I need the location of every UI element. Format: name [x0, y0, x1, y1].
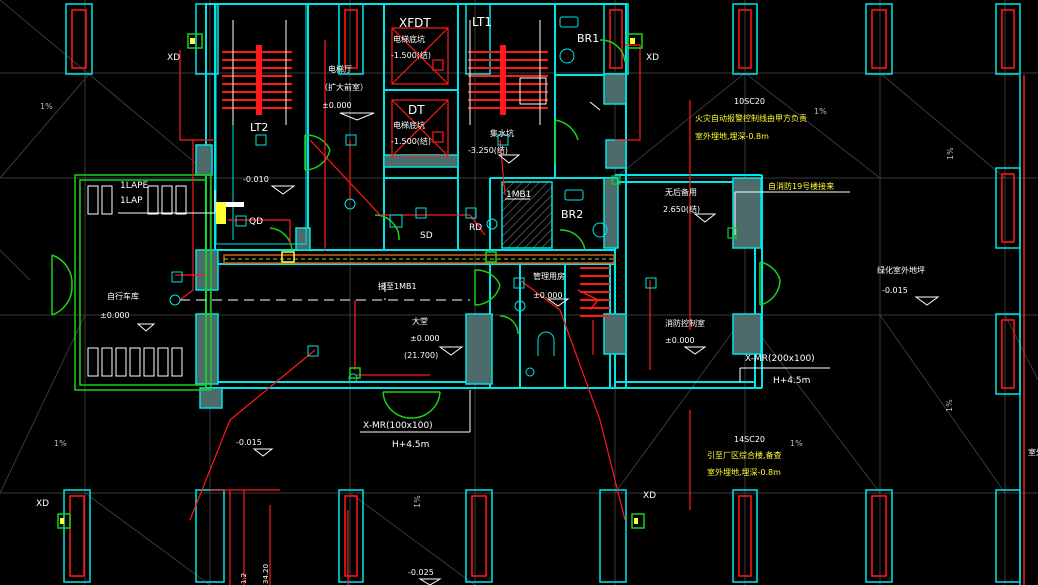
label-to-1mb1: 接至1MB1: [378, 281, 417, 291]
label-elev-m010: -0.010: [243, 175, 269, 184]
label-dt-pit: 电梯底坑: [393, 120, 425, 130]
label-edge-right: 室外: [1028, 447, 1038, 457]
room-1mb1-hatch: [501, 181, 553, 249]
label-lt2: LT2: [250, 121, 268, 134]
label-qd: QD: [249, 217, 263, 227]
label-xd-bc: XD: [643, 491, 656, 501]
bike-stalls: [87, 185, 187, 377]
label-1lap: 1LAP: [120, 196, 143, 206]
label-control: 消防控制室: [665, 318, 705, 328]
label-slope-4: 1%: [945, 399, 954, 412]
label-xmr-bottom: X-MR(100x100): [363, 421, 433, 431]
label-slope-7: 1%: [413, 495, 422, 508]
label-xfdt: XFDT: [399, 16, 431, 30]
label-duct-top-1: 10SC20: [734, 97, 765, 106]
label-dt-pit-elev: -1.500(结): [391, 136, 431, 146]
stair-lt1: [468, 20, 548, 125]
label-dim-2: 34.20: [262, 564, 270, 584]
label-xfdt-pit-elev: -1.500(结): [391, 50, 431, 60]
label-slope-6: 1%: [54, 439, 67, 448]
columns-bottom: [63, 489, 1021, 583]
label-control-elev: ±0.000: [665, 336, 695, 345]
label-br2: BR2: [561, 208, 583, 221]
label-hall-elev: ±0.000: [410, 334, 440, 343]
label-outdoor: 绿化室外地坪: [877, 265, 925, 275]
label-xmr-right: X-MR(200x100): [745, 354, 815, 364]
right-room-devices: [611, 175, 737, 239]
wiring-red: [175, 40, 691, 585]
label-xd-bl: XD: [36, 499, 49, 509]
label-pump: 集水坑: [490, 128, 514, 138]
label-elev-lobby-sub: （扩大前室）: [320, 82, 368, 92]
label-hall: 大堂: [412, 316, 428, 326]
label-duct-bot-3: 室外埋地,埋深-0.8m: [707, 467, 781, 477]
label-1lape: 1LAPE: [120, 181, 149, 191]
label-slope-3: 1%: [946, 147, 955, 160]
label-duct-bot-2: 引至厂区综合楼,备查: [707, 450, 782, 460]
doors: [51, 39, 781, 419]
label-kitchen-elev: 2.650(结): [663, 204, 700, 214]
label-kitchen: 无后备用: [665, 187, 697, 197]
label-elev-m025: -0.025: [408, 568, 434, 577]
label-outdoor-elev: -0.015: [882, 286, 908, 295]
label-duct-bot-1: 14SC20: [734, 435, 765, 444]
label-slope-1: 1%: [40, 102, 53, 111]
elevator-shafts: [391, 27, 449, 157]
label-h-bottom: H+4.5m: [392, 440, 429, 450]
elevation-markers: [136, 112, 940, 585]
label-rd: RD: [469, 223, 482, 233]
label-elev-lobby: 电梯厅: [328, 64, 352, 74]
label-mgmt-elev: ±0.000: [533, 291, 563, 300]
label-slope-5: 1%: [790, 439, 803, 448]
label-ext-note: 自消防19号楼接来: [768, 181, 834, 191]
stair-small: [577, 262, 610, 322]
label-br1: BR1: [577, 32, 599, 45]
label-hall-elev2: (21.700): [404, 351, 438, 360]
label-duct-top-3: 室外埋地,埋深-0.8m: [695, 131, 769, 141]
devices: [169, 16, 657, 383]
label-1mb1: 1MB1: [506, 190, 531, 200]
label-lt1: LT1: [472, 15, 492, 29]
label-h-right: H+4.5m: [773, 376, 810, 386]
label-xd-tr: XD: [646, 53, 659, 63]
label-mgmt: 管理用房: [533, 271, 565, 281]
label-elev-m015: -0.015: [236, 438, 262, 447]
dashed-lines: [180, 282, 470, 301]
label-elev-lobby-elev: ±0.000: [322, 101, 352, 110]
left-wing-outline: [74, 174, 212, 391]
stair-lt2: [215, 3, 307, 245]
label-dim-1: 1.2: [240, 573, 248, 584]
label-pump-elev: -3.250(结): [468, 145, 508, 155]
label-dt: DT: [408, 103, 425, 117]
columns-right: [995, 75, 1025, 585]
label-bike: 自行车库: [107, 291, 139, 301]
label-xfdt-pit: 电梯底坑: [393, 34, 425, 44]
label-sd: SD: [420, 231, 433, 241]
label-slope-2: 1%: [814, 107, 827, 116]
core-columns: [195, 73, 762, 409]
xd-panels: [57, 33, 645, 529]
label-duct-top-2: 火灾自动报警控制线由甲方负责: [695, 113, 807, 123]
columns-top: [65, 3, 1021, 75]
label-bike-elev: ±0.000: [100, 311, 130, 320]
label-xd-tl: XD: [167, 53, 180, 63]
